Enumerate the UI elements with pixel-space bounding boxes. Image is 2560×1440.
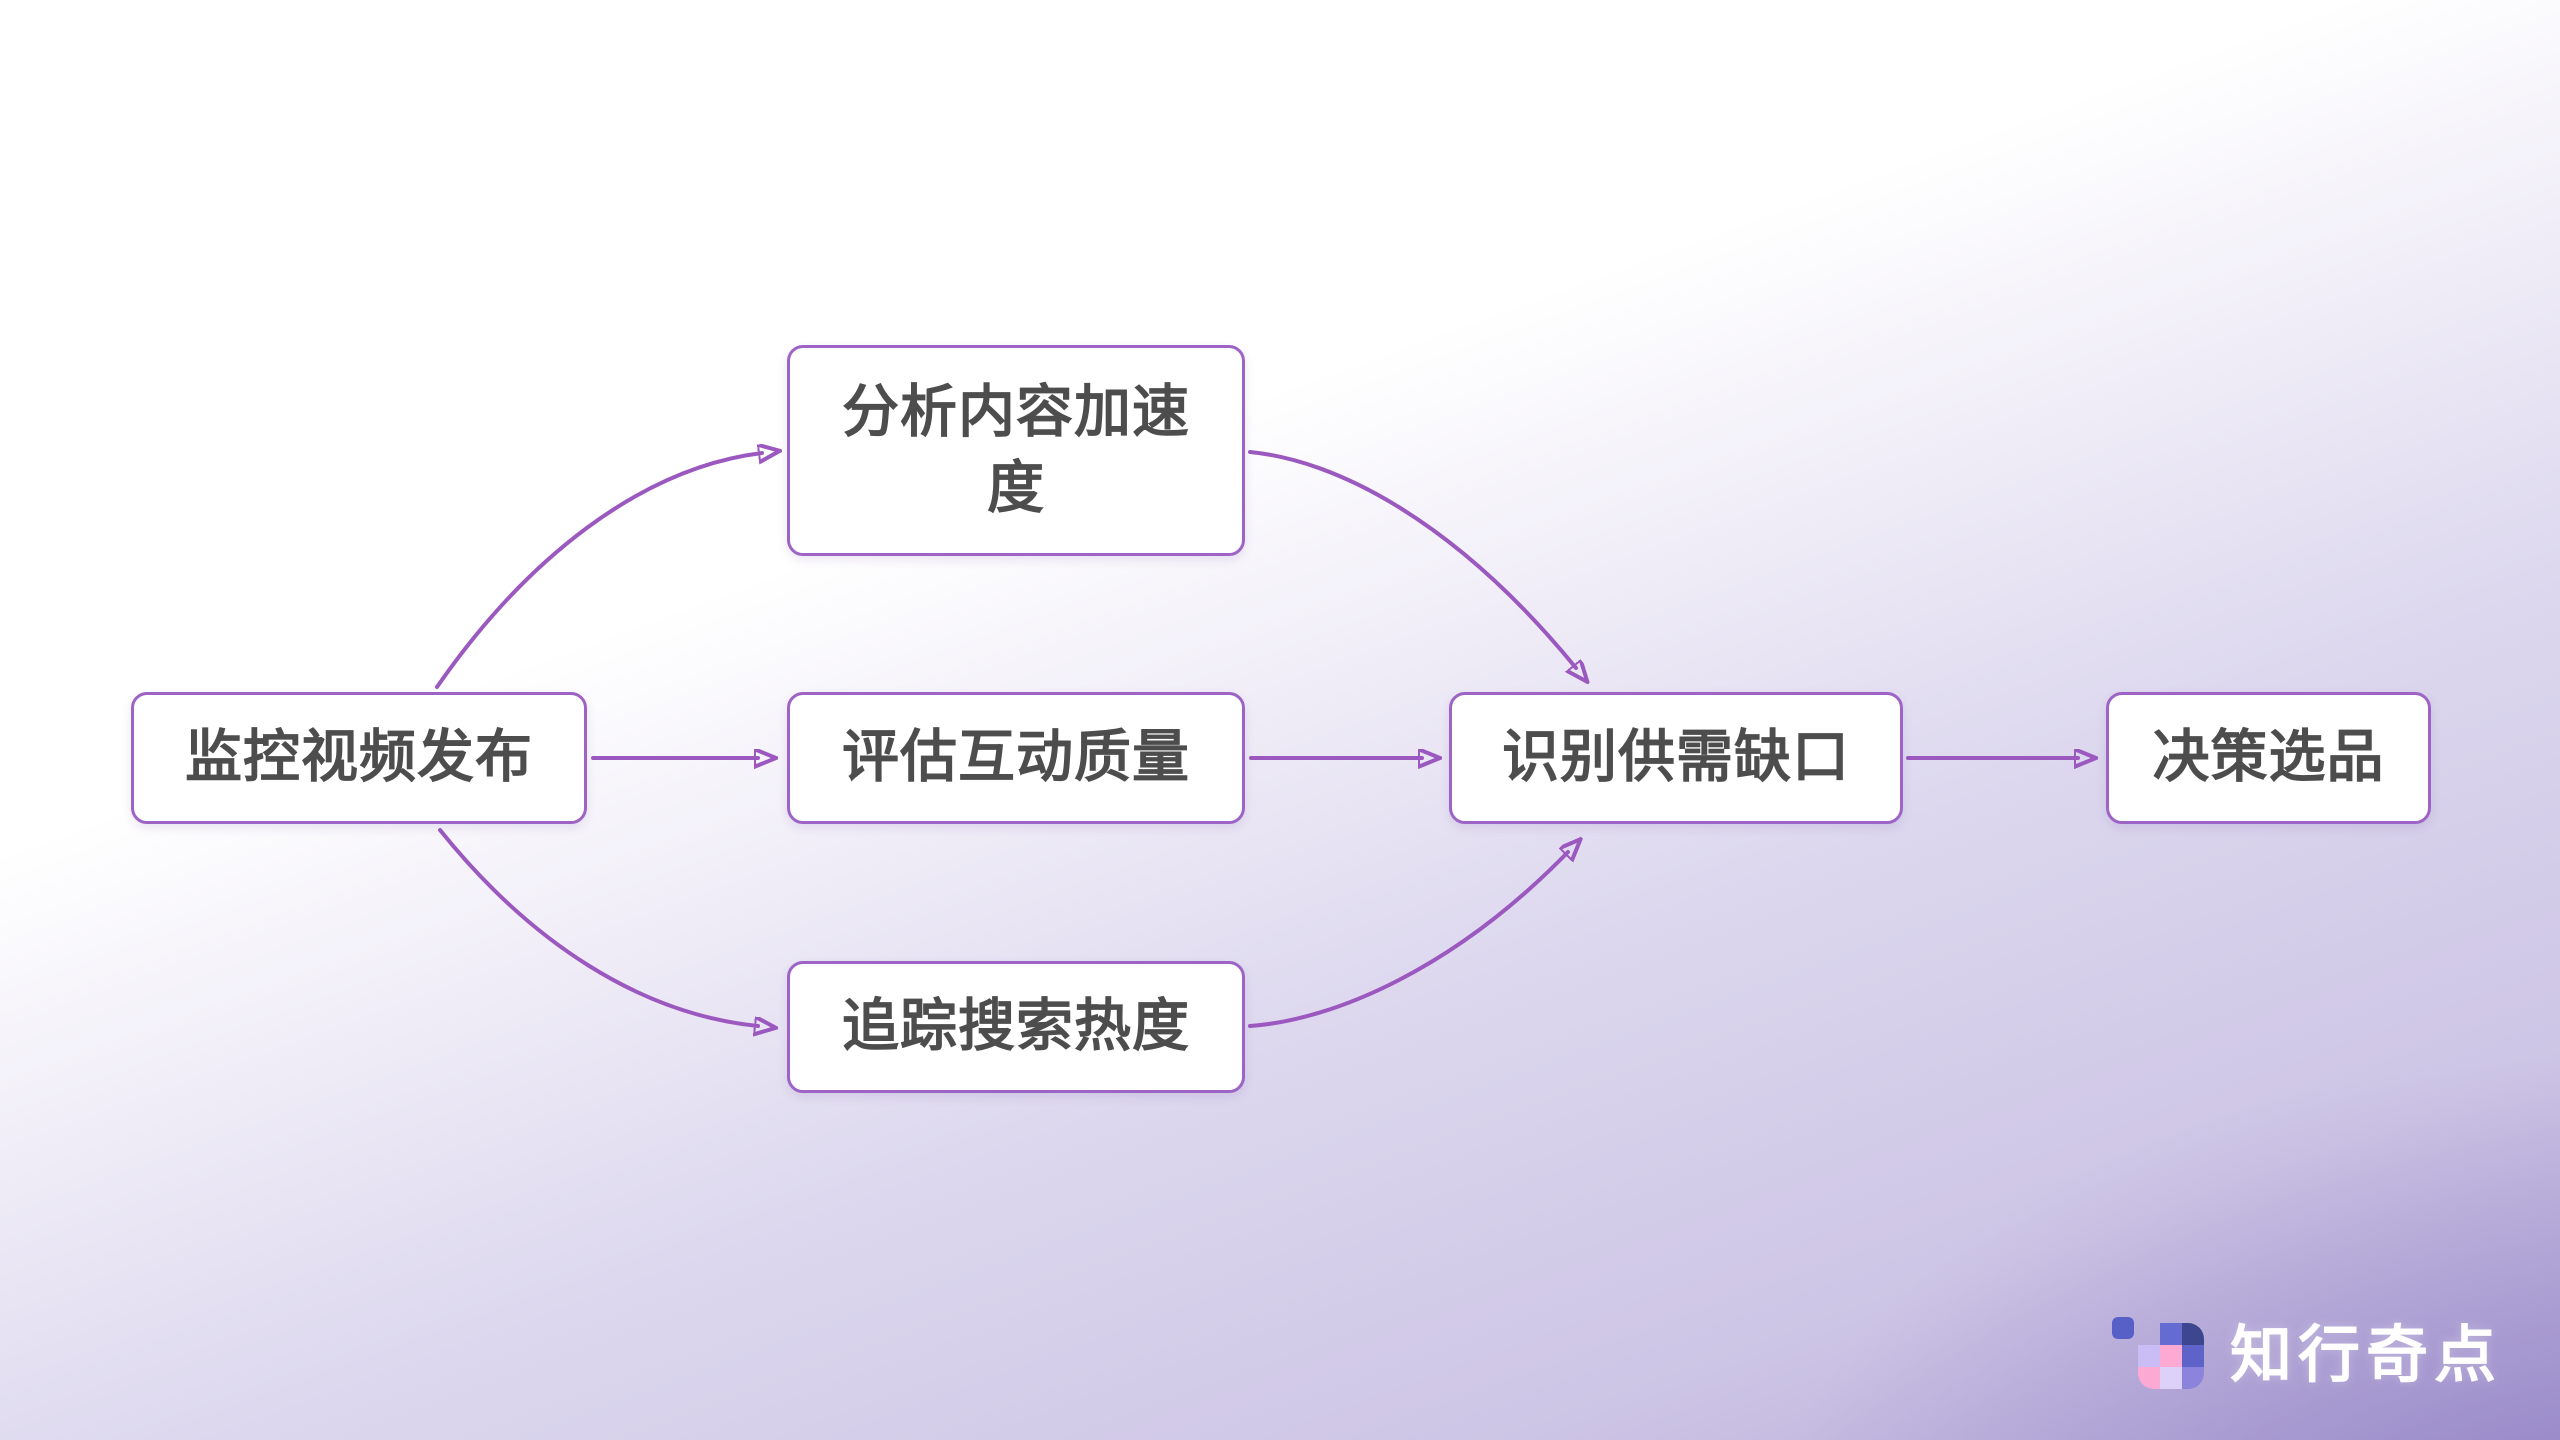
flow-node-analyze-content-acceleration: 分析内容加速度 xyxy=(787,345,1245,556)
edge-monitor-to-accel xyxy=(435,453,762,689)
pixel-grid-logo-icon xyxy=(2111,1309,2204,1389)
logo-pixel-grid xyxy=(2137,1323,2204,1389)
flow-node-monitor-video-release: 监控视频发布 xyxy=(131,692,587,824)
edge-search-to-gap xyxy=(1248,852,1568,1028)
flow-node-track-search-popularity: 追踪搜索热度 xyxy=(787,961,1245,1093)
flow-node-identify-supply-demand-gap: 识别供需缺口 xyxy=(1449,692,1903,824)
logo-chip-square xyxy=(2111,1317,2134,1339)
edge-accel-to-gap xyxy=(1248,450,1576,668)
flow-node-decide-product-selection: 决策选品 xyxy=(2106,692,2431,824)
flow-node-evaluate-interaction-quality: 评估互动质量 xyxy=(787,692,1245,824)
brand-name-text: 知行奇点 xyxy=(2229,1321,2502,1390)
edge-monitor-to-search xyxy=(438,828,758,1026)
brand-logo: 知行奇点 xyxy=(2111,1304,2502,1394)
